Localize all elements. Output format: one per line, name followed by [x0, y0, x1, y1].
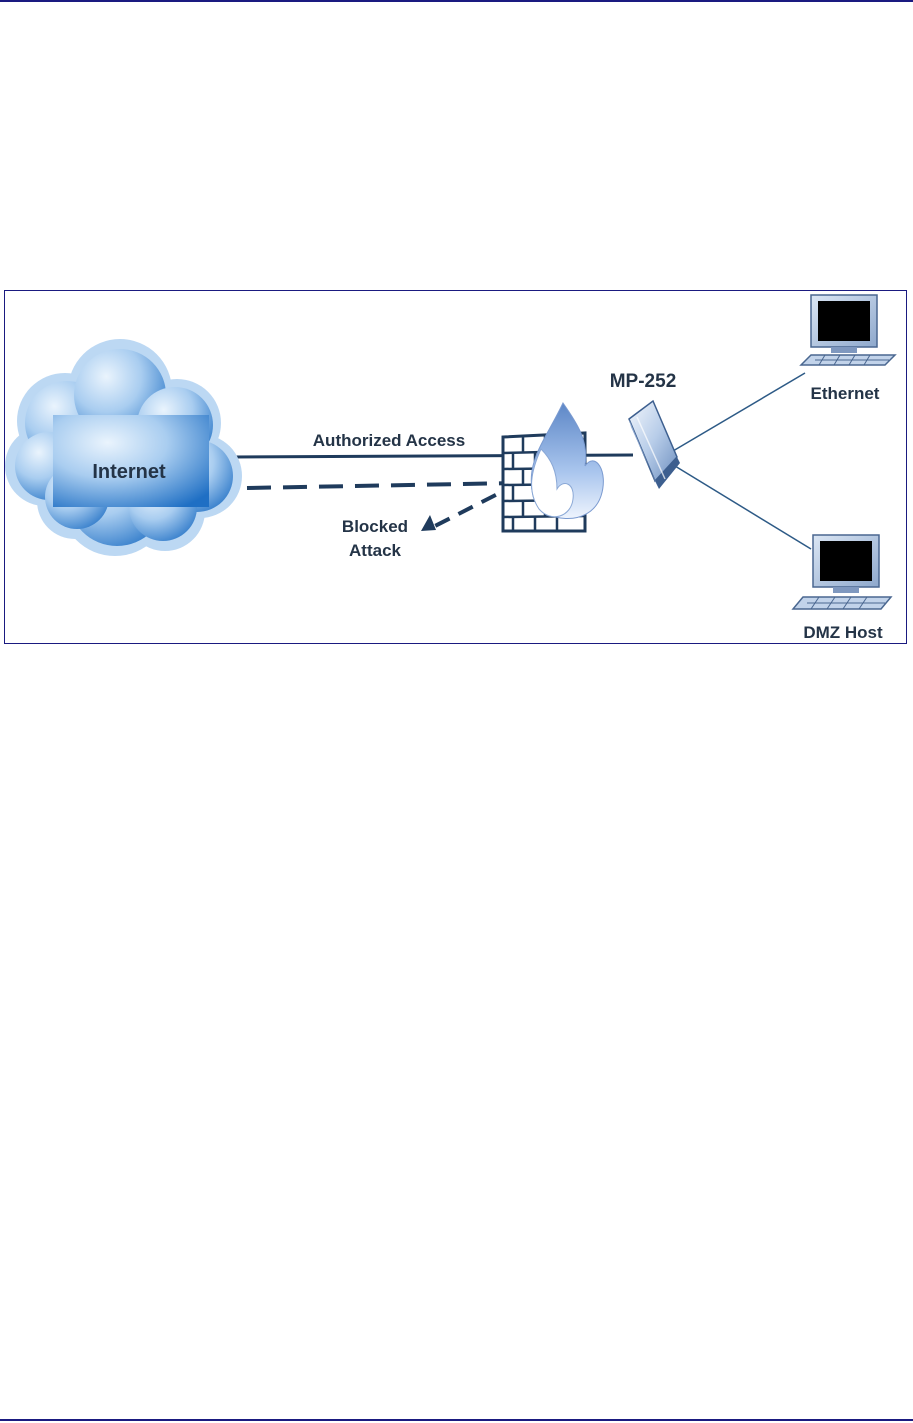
blocked-attack-arrowhead: [421, 515, 436, 531]
ethernet-label: Ethernet: [811, 384, 880, 403]
device-label: MP-252: [610, 371, 677, 392]
blocked-attack-label-line1: Blocked: [342, 517, 408, 536]
authorized-access-label: Authorized Access: [313, 431, 465, 450]
internet-label: Internet: [92, 461, 166, 483]
dmz-link: [675, 466, 811, 549]
blocked-attack-label-line2: Attack: [349, 541, 402, 560]
computer-icon: [801, 295, 895, 365]
network-diagram: Internet: [4, 290, 907, 644]
firewall-icon: [503, 403, 603, 531]
blocked-attack-link: [247, 483, 517, 488]
header-rule: [0, 0, 913, 2]
footer-rule: [0, 1419, 913, 1421]
cloud-icon: [5, 339, 242, 556]
computer-icon: [793, 535, 891, 609]
router-icon: [629, 401, 680, 489]
ethernet-link: [673, 373, 805, 451]
dmz-host-label: DMZ Host: [803, 623, 883, 642]
